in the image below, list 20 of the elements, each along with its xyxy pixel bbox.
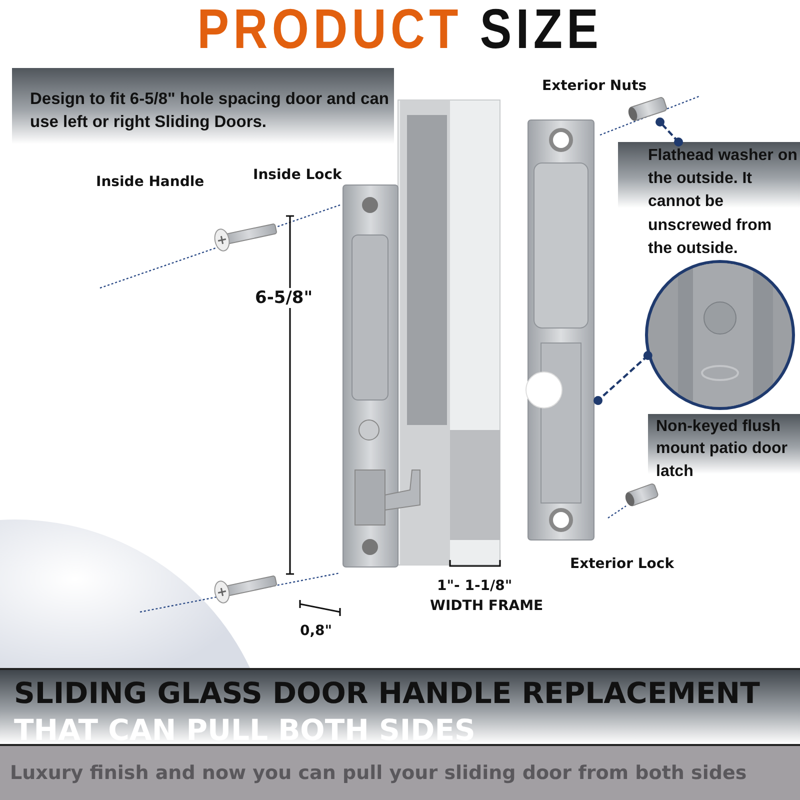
headline-banner xyxy=(0,668,800,744)
leader-line xyxy=(594,351,652,406)
footer-banner xyxy=(0,744,800,800)
headline: SLIDING GLASS DOOR HANDLE REPLACEMENT xyxy=(14,675,760,712)
note-text: Non-keyed flush mount patio door latch xyxy=(656,417,789,482)
leader-line xyxy=(656,118,683,146)
subheadline: THAT CAN PULL BOTH SIDES xyxy=(14,712,476,748)
part-label: Exterior Lock xyxy=(570,556,674,572)
dimension-label: 6-5/8" xyxy=(255,288,313,308)
dimension-label: 1"- 1-1/8" xyxy=(437,578,512,594)
dimension-label: WIDTH FRAME xyxy=(430,598,544,614)
note-text: Flathead washer on the outside. It cannot be unscrewed from the outside. xyxy=(648,146,798,259)
part-label: Inside Handle xyxy=(96,174,204,190)
title: PRODUCT SIZE xyxy=(196,0,604,61)
note-text: Design to fit 6-5/8" hole spacing door and can use left or right Sliding Doors. xyxy=(30,89,390,134)
part-label: Inside Lock xyxy=(253,167,342,183)
part-label: Exterior Nuts xyxy=(542,78,647,94)
dimension-label: 0,8" xyxy=(300,623,332,639)
note-banner xyxy=(12,68,394,144)
note-text: Luxury finish and now you can pull your sliding door from both sides xyxy=(10,762,747,784)
